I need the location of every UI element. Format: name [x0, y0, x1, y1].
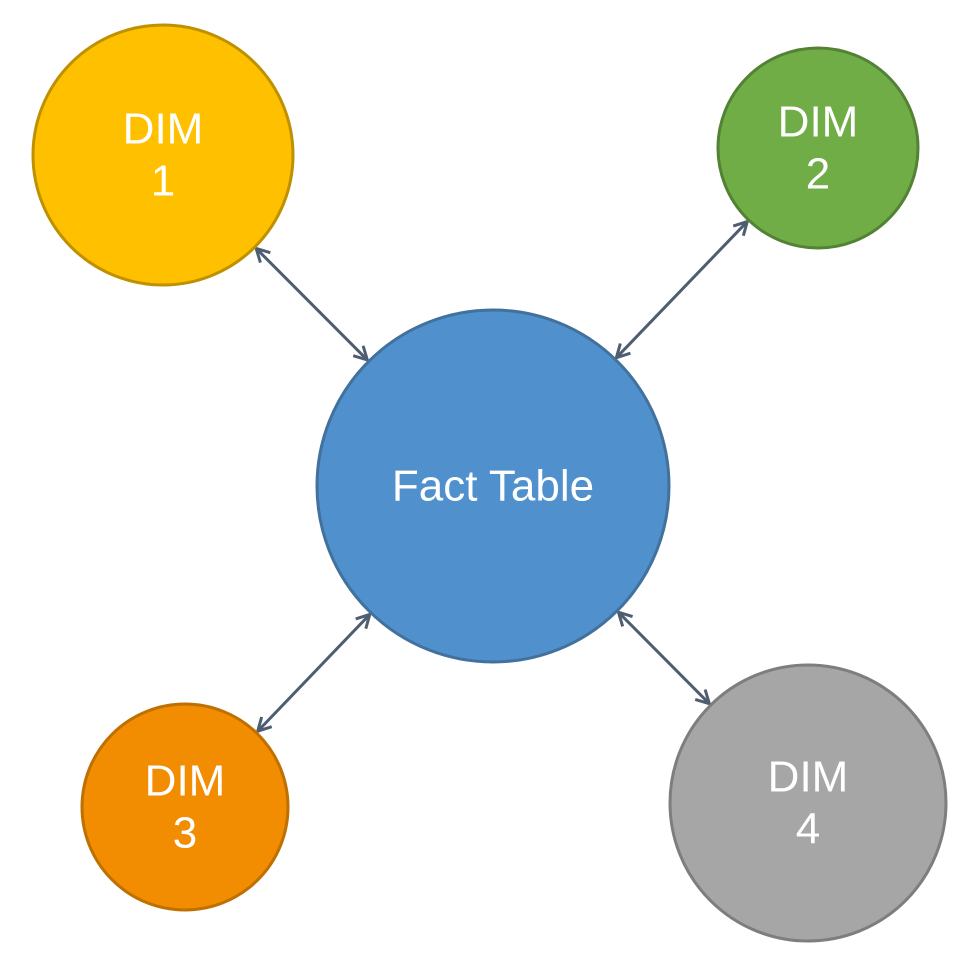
edge-fact-table-dim-2: [614, 219, 750, 360]
edge-line: [617, 611, 711, 705]
fact-table-label: Fact Table: [392, 462, 594, 511]
arrowhead-icon: [616, 610, 634, 627]
arrowhead-icon: [694, 689, 712, 706]
dim-1-circle: [31, 23, 295, 287]
arrowhead-icon: [352, 345, 370, 363]
fact-table-circle: [315, 308, 671, 664]
edge-line: [255, 247, 369, 362]
edge-fact-table-dim-3: [255, 612, 372, 734]
dim-2-circle: [716, 46, 920, 250]
node-fact-table: Fact Table: [315, 308, 671, 664]
arrowhead-icon: [732, 219, 750, 237]
edge-line: [615, 220, 749, 359]
arrowhead-icon: [614, 343, 631, 360]
arrowhead-icon: [253, 246, 271, 264]
edge-line: [256, 613, 371, 733]
arrowhead-icon: [255, 716, 273, 734]
dim-3-circle: [80, 702, 290, 912]
edge-fact-table-dim-4: [616, 610, 712, 706]
arrowhead-icon: [355, 612, 372, 630]
edges-layer: [253, 219, 750, 734]
dim-4-circle: [668, 663, 948, 943]
edge-fact-table-dim-1: [253, 246, 370, 363]
